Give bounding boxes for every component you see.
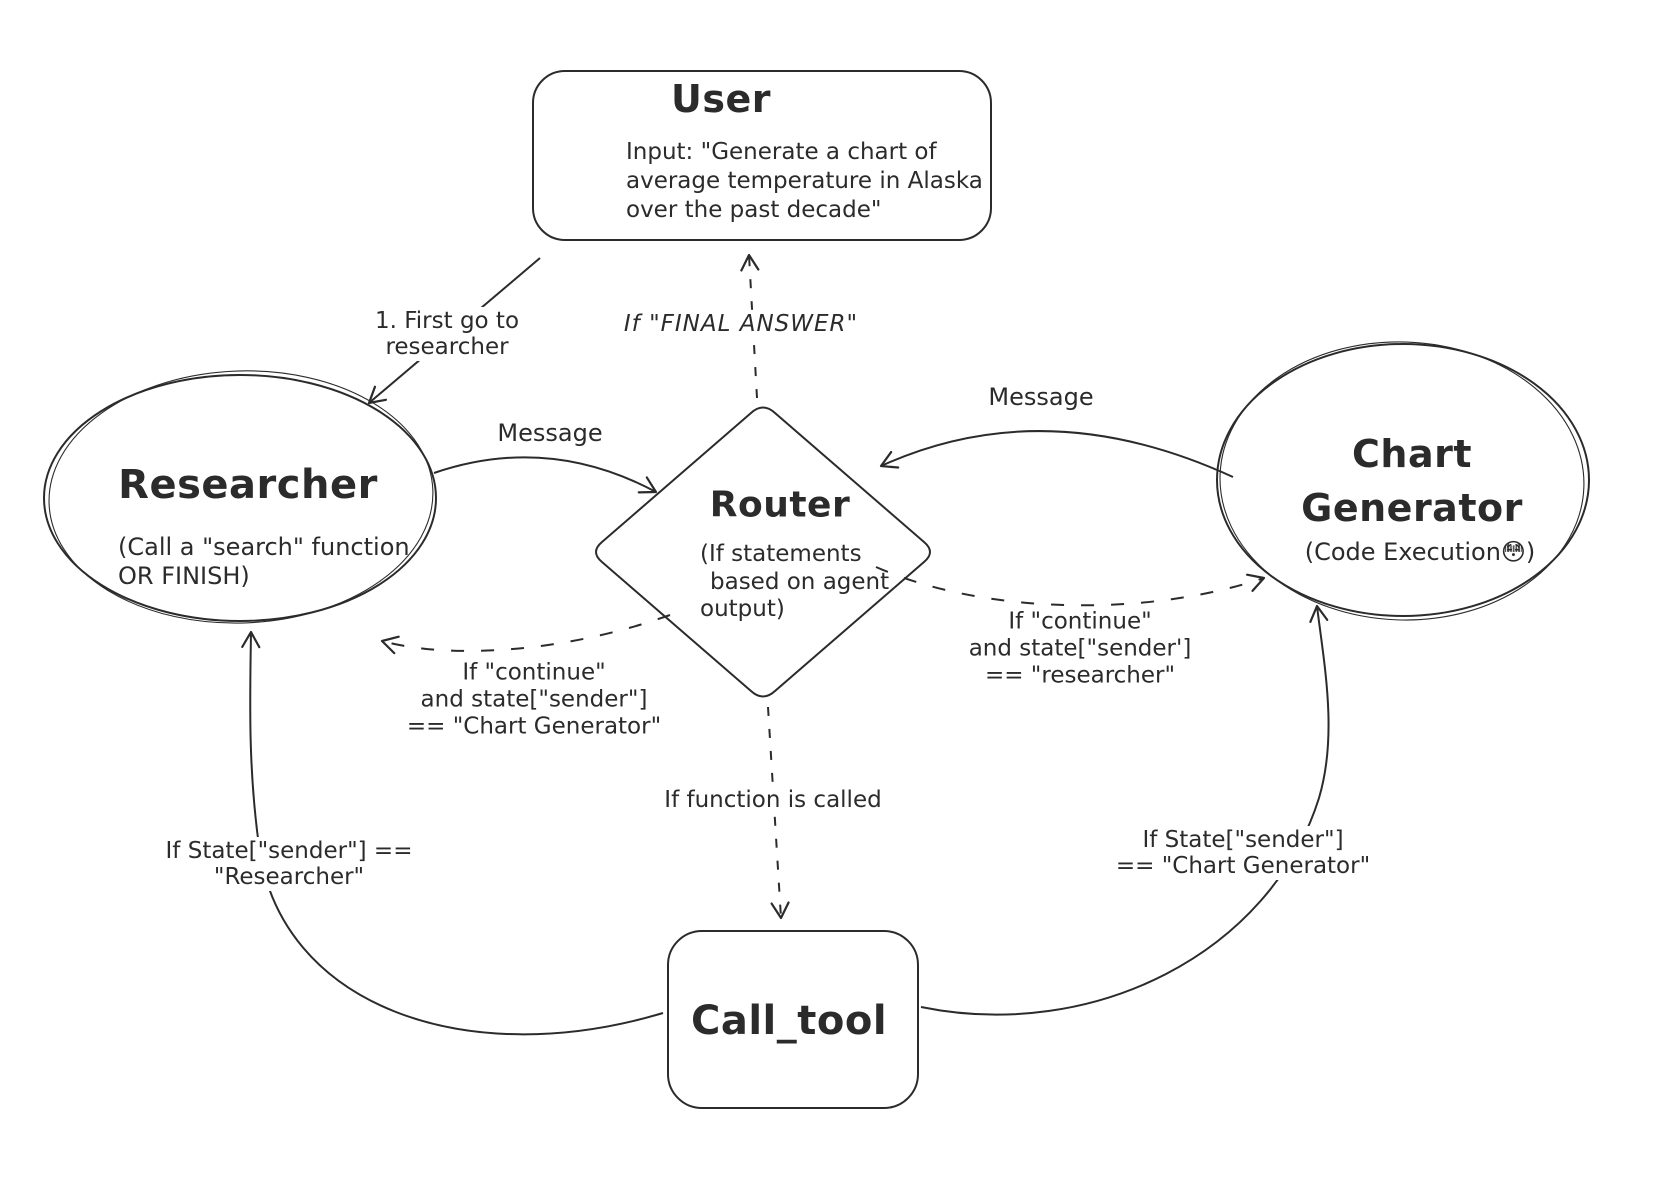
- user-input-text: Input: "Generate a chart of average temp…: [626, 138, 983, 225]
- edge-label-message-chart-generator: Message: [980, 383, 1102, 413]
- router-subtitle-line: output): [700, 596, 785, 622]
- edge-label-continue-chart-generator: If "continue" and state["sender"] == "Ch…: [398, 658, 670, 742]
- edge-label-first-go-to-researcher: 1. First go to researcher: [366, 307, 528, 361]
- edge-label-line: If "continue": [1008, 608, 1152, 635]
- edge-label-line: researcher: [385, 334, 509, 360]
- router-node-shape: [595, 406, 931, 698]
- user-node-title: User: [671, 77, 771, 122]
- edge-label-line: == "Chart Generator": [406, 713, 662, 740]
- edge-label-line: If State["sender"] ==: [165, 838, 413, 864]
- router-subtitle-line: (If statements: [700, 541, 862, 567]
- router-subtitle-line: based on agent: [710, 568, 890, 595]
- arrow-researcher-to-router: [433, 456, 658, 494]
- arrow-chart-generator-to-router: [879, 430, 1234, 478]
- user-input-line: average temperature in Alaska: [626, 168, 983, 194]
- edge-label-line: and state["sender']: [968, 635, 1192, 662]
- edge-label-final-answer: If "FINAL ANSWER": [615, 309, 867, 339]
- researcher-node-subtitle: (Call a "search" function OR FINISH): [118, 533, 410, 591]
- call-tool-node-shape: [667, 930, 919, 1109]
- arrow-router-to-call-tool: [767, 706, 790, 920]
- researcher-node-title: Researcher: [118, 462, 378, 508]
- arrow-router-to-chart-generator: [875, 566, 1266, 607]
- edge-label-line: == "Chart Generator": [1115, 853, 1371, 879]
- researcher-node-shape: [43, 374, 437, 622]
- arrow-router-to-researcher: [380, 614, 671, 655]
- edge-label-continue-researcher: If "continue" and state["sender'] == "re…: [960, 607, 1200, 691]
- researcher-subtitle-line: (Call a "search" function: [118, 533, 410, 561]
- researcher-node-shape-sketch: [48, 370, 434, 624]
- edge-label-message-researcher: Message: [489, 419, 611, 449]
- chart-generator-node-shape: [1216, 343, 1590, 617]
- call-tool-node-title: Call_tool: [690, 998, 888, 1044]
- edge-label-state-chart-generator: If State["sender"] == "Chart Generator": [1107, 826, 1379, 880]
- router-node-subtitle: (If statements based on agent output): [700, 541, 889, 624]
- edge-label-line: "Researcher": [213, 864, 365, 890]
- chart-generator-title-line: Chart: [1352, 432, 1472, 476]
- chart-generator-title-line: Generator: [1301, 486, 1523, 530]
- edge-label-line: and state["sender"]: [420, 686, 648, 713]
- user-input-line: over the past decade": [626, 197, 882, 223]
- arrow-call-tool-to-researcher: [241, 630, 664, 1036]
- edge-label-line: If "continue": [462, 659, 606, 686]
- user-node-shape: [532, 70, 992, 241]
- edge-label-line: 1. First go to: [374, 308, 520, 334]
- edge-label-line: == "researcher": [984, 662, 1176, 689]
- chart-generator-node-shape-sketch: [1219, 341, 1585, 621]
- edge-label-state-researcher: If State["sender"] == "Researcher": [157, 837, 421, 891]
- chart-generator-node-title: Chart Generator: [1301, 427, 1523, 535]
- chart-generator-node-subtitle: (Code Execution😳): [1304, 538, 1536, 567]
- user-input-line: Input: "Generate a chart of: [626, 139, 937, 165]
- researcher-subtitle-line: OR FINISH): [118, 562, 250, 590]
- edge-label-function-called: If function is called: [656, 785, 890, 815]
- edge-label-line: If State["sender"]: [1142, 827, 1344, 853]
- router-node-title: Router: [709, 484, 851, 526]
